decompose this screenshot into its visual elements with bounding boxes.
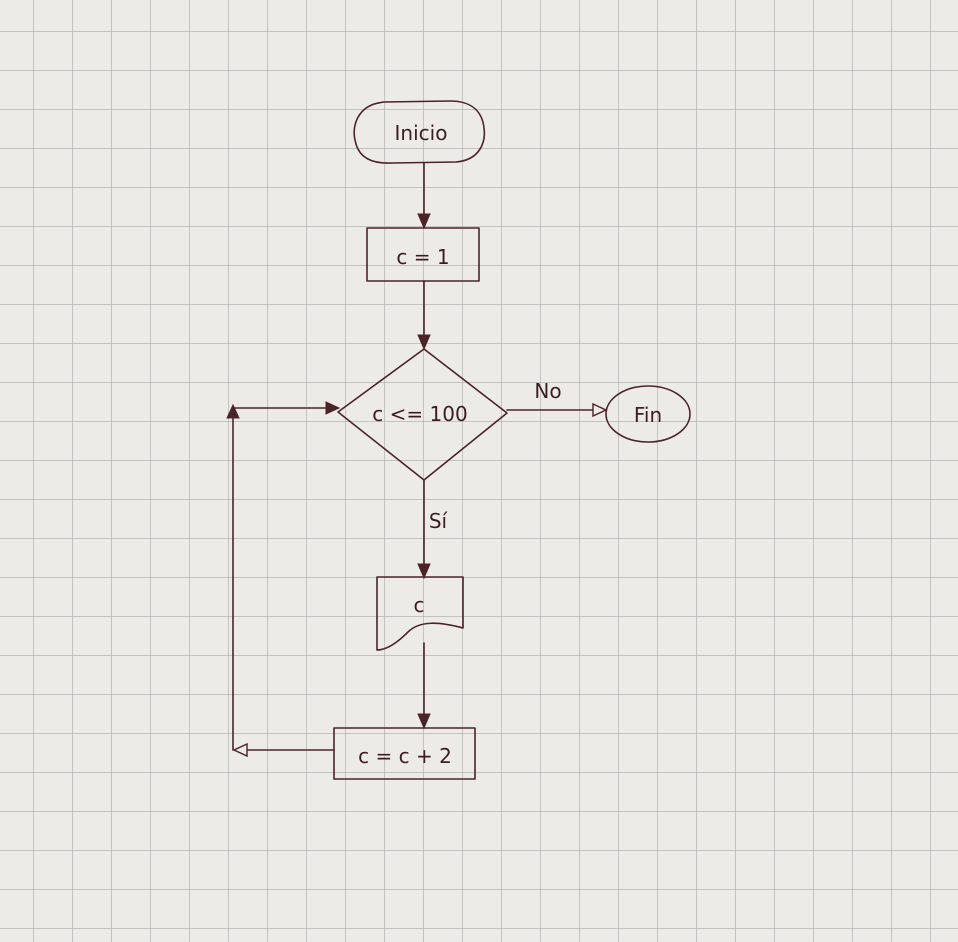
output-document: c	[376, 576, 464, 651]
init-process: c = 1	[366, 227, 480, 282]
decision-label: c <= 100	[372, 402, 467, 426]
end-label: Fin	[634, 403, 662, 427]
end-node: Fin	[605, 385, 691, 443]
output-label: c	[414, 593, 425, 617]
start-label: Inicio	[395, 121, 448, 145]
increment-process: c = c + 2	[333, 727, 476, 780]
arrow-no-branch: No	[506, 379, 608, 418]
arrow-yes-branch: Sí	[417, 479, 449, 580]
yes-label: Sí	[429, 509, 449, 533]
no-label: No	[534, 379, 561, 403]
arrow-loop-back	[226, 401, 341, 758]
arrow-init-to-decision	[417, 280, 431, 351]
init-label: c = 1	[396, 245, 449, 269]
increment-label: c = c + 2	[358, 744, 452, 768]
arrow-output-to-increment	[417, 642, 431, 730]
arrow-start-to-init	[417, 162, 431, 230]
